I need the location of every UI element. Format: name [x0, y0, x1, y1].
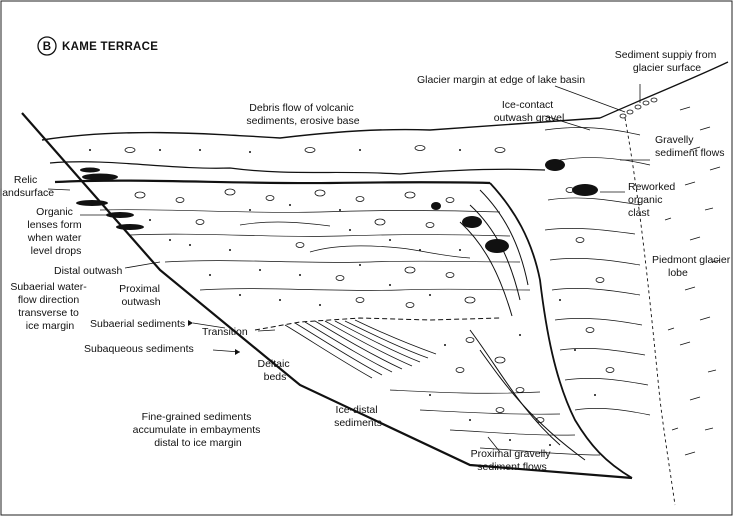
label-gravelly-flows: Gravelly sediment flows: [655, 134, 724, 159]
leader-glacier-margin: [555, 86, 625, 112]
transition-line: [255, 318, 500, 330]
panel-letter: B: [43, 41, 52, 53]
relic-landsurface-line: [55, 181, 490, 184]
label-deltaic: Deltaic beds: [257, 358, 292, 383]
reworked-clasts: [431, 159, 598, 253]
labels: Sediment suppiy from glacier surface Gla…: [0, 49, 733, 473]
glacier-texture: [665, 107, 720, 455]
arrow-subaerial: [188, 320, 193, 326]
arrow-subaqueous: [235, 349, 240, 355]
deltaic-foresets: [285, 320, 436, 378]
label-transition: Transition: [202, 326, 248, 338]
label-subaerial-flow: Subaerial water- flow direction transver…: [10, 281, 89, 332]
glacier-layering: [545, 128, 650, 415]
label-relic: Relic landsurface: [0, 174, 54, 199]
label-piedmont: Piedmont glacier lobe: [652, 254, 733, 279]
gravel-texture: [125, 98, 657, 423]
label-ice-distal: Ice-distal sediments: [334, 404, 382, 429]
label-distal-outwash: Distal outwash: [54, 265, 122, 277]
glacier-boundary: [625, 118, 675, 505]
label-subaerial-sediments: Subaerial sediments: [90, 318, 185, 330]
label-fine-grained: Fine-grained sediments accumulate in emb…: [133, 411, 264, 449]
label-glacier-margin: Glacier margin at edge of lake basin: [417, 74, 585, 86]
label-debris-flow: Debris flow of volcanic sediments, erosi…: [246, 102, 359, 127]
leader-transition: [258, 330, 275, 331]
label-subaqueous: Subaqueous sediments: [84, 343, 194, 355]
label-sediment-supply: Sediment suppiy from glacier surface: [615, 49, 719, 74]
debris-flow-base: [50, 162, 545, 174]
label-reworked-clast: Reworked organic clast: [628, 181, 678, 219]
label-ice-contact: Ice-contact outwash gravel: [494, 99, 565, 124]
label-organic-lenses: Organic lenses form when water level dro…: [27, 206, 85, 257]
leader-lines: [48, 84, 650, 452]
label-proximal-gravelly: Proximal gravelly sediment flows: [471, 448, 554, 473]
organic-lenses: [76, 168, 144, 231]
panel-title: KAME TERRACE: [62, 41, 158, 53]
label-proximal-outwash: Proximal outwash: [119, 283, 163, 308]
